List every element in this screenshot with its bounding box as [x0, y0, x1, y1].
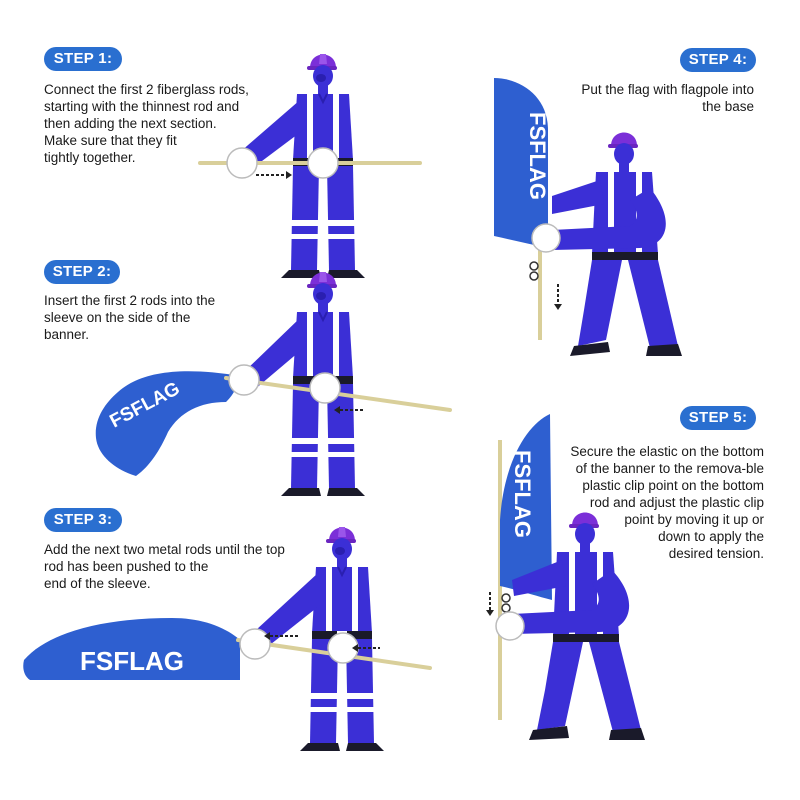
flag-logo: FSFLAG	[510, 450, 535, 538]
flag-banner	[95, 371, 240, 476]
arrow-left-icon	[352, 644, 358, 652]
step-3-illustration: FSFLAG	[23, 526, 432, 752]
hand-left	[226, 147, 258, 179]
flag-logo: FSFLAG	[80, 646, 184, 676]
step-1-illustration	[198, 53, 422, 279]
step-1-text: Connect the first 2 fiberglass rods, sta…	[44, 82, 249, 165]
step-5-illustration: FSFLAG	[486, 414, 645, 740]
step-2-badge: STEP 2:	[44, 260, 120, 284]
step-3-text: Add the next two metal rods until the to…	[44, 542, 285, 591]
arrow-down-icon	[554, 304, 562, 310]
hand	[495, 611, 525, 641]
flag-logo: FSFLAG	[525, 112, 550, 200]
step-2-illustration: FSFLAG	[95, 271, 452, 497]
hand-right	[309, 372, 341, 404]
hand-left	[239, 628, 271, 660]
flag-banner	[494, 78, 548, 248]
hand	[531, 223, 561, 253]
step-1-badge: STEP 1:	[44, 47, 122, 71]
clip-ring	[529, 261, 539, 271]
step-4-badge: STEP 4:	[680, 48, 756, 72]
clip-ring	[501, 593, 511, 603]
flag-banner	[500, 414, 552, 600]
step-4-text: Put the flag with flagpole into the base	[581, 82, 754, 114]
arrow-left-icon	[264, 632, 270, 640]
arrow-down-icon	[486, 610, 494, 616]
step-4-illustration: FSFLAG	[494, 78, 682, 356]
flag-banner	[23, 618, 240, 680]
hand-right	[307, 147, 339, 179]
step-5-text: Secure the elastic on the bottom of the …	[570, 444, 764, 561]
step-3-badge: STEP 3:	[44, 508, 122, 532]
arrow-right-icon	[286, 171, 292, 179]
arrow-left-icon	[334, 406, 340, 414]
step-2-text: Insert the first 2 rods into the sleeve …	[44, 293, 216, 342]
step-5-badge: STEP 5:	[680, 406, 756, 430]
hand-left	[228, 364, 260, 396]
